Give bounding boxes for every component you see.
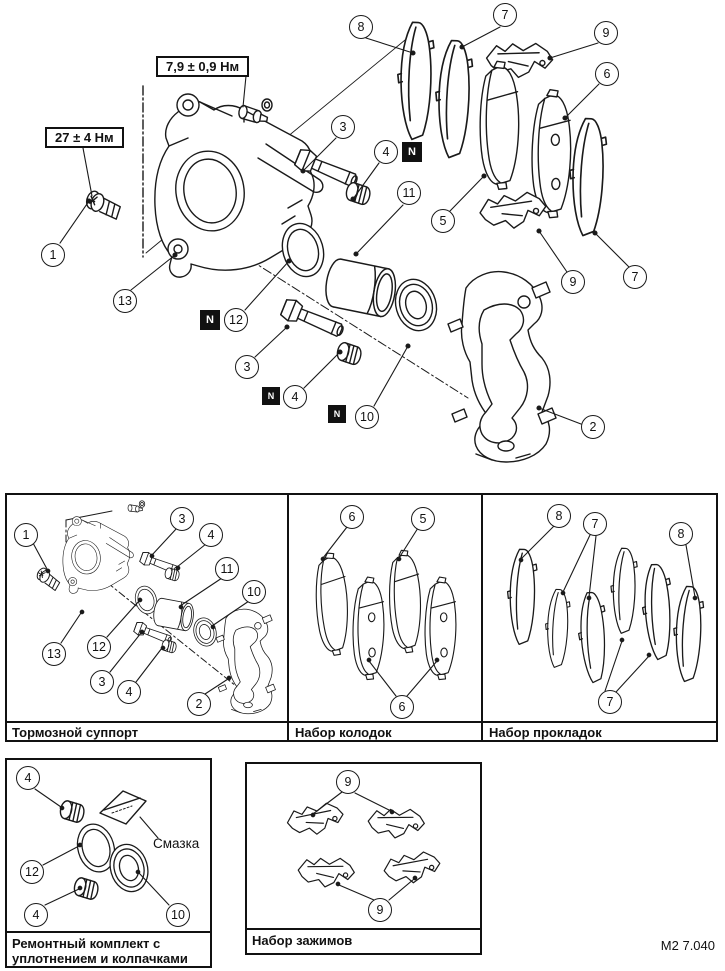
caption-caliper: Тормозной суппорт	[12, 725, 139, 740]
callout-5: 5	[411, 507, 435, 531]
callout-9: 9	[336, 770, 360, 794]
callout-2: 2	[581, 415, 605, 439]
callout-10: 10	[242, 580, 266, 604]
grease-packet	[99, 790, 147, 825]
callout-9: 9	[594, 21, 618, 45]
panel-divider-1	[287, 493, 289, 742]
callout-3: 3	[331, 115, 355, 139]
panel-divider-2	[481, 493, 483, 742]
callout-8: 8	[669, 522, 693, 546]
lock-bolt-drawing	[83, 188, 124, 220]
callout-4: 4	[283, 385, 307, 409]
dust-boot-drawing	[388, 273, 444, 337]
callout-7: 7	[493, 3, 517, 27]
callout-6: 6	[595, 62, 619, 86]
panel-pads-art	[314, 526, 458, 697]
grease-note-marker: N	[328, 405, 346, 423]
callout-7: 7	[598, 690, 622, 714]
mounting-bracket-drawing	[447, 270, 557, 463]
callout-7: 7	[583, 512, 607, 536]
callout-11: 11	[215, 557, 239, 581]
caption-separator-kit	[5, 931, 212, 933]
callout-12: 12	[224, 308, 248, 332]
caption-separator-middle	[5, 721, 718, 723]
pad-clip-lower-drawing	[478, 190, 548, 231]
callout-3: 3	[235, 355, 259, 379]
leader-lines-top	[59, 26, 630, 425]
piston-drawing	[321, 256, 400, 319]
callout-13: 13	[113, 289, 137, 313]
caption-separator-clips	[245, 928, 482, 930]
callout-1: 1	[41, 243, 65, 267]
callout-3: 3	[170, 507, 194, 531]
callout-4: 4	[374, 140, 398, 164]
grease-note-marker: N	[262, 387, 280, 405]
grease-note-marker: N	[200, 310, 220, 330]
callout-8: 8	[349, 15, 373, 39]
inner-shim-drawing	[431, 39, 475, 160]
grease-label: Смазка	[153, 836, 200, 851]
callout-4: 4	[16, 766, 40, 790]
bleeder-cap-drawing	[261, 98, 273, 112]
caption-repair-kit: Ремонтный комплект с уплотнением и колпа…	[12, 936, 188, 966]
bushing-upper-drawing	[343, 180, 373, 207]
caption-shims: Набор прокладок	[489, 725, 602, 740]
repair-kit-box	[5, 758, 212, 968]
panel-clips-art	[285, 791, 442, 901]
callout-10: 10	[166, 903, 190, 927]
callout-4: 4	[24, 903, 48, 927]
panel-shims-art	[505, 525, 706, 693]
callout-6: 6	[340, 505, 364, 529]
clips-box	[245, 762, 482, 955]
caption-pads: Набор колодок	[295, 725, 392, 740]
callout-7: 7	[623, 265, 647, 289]
callout-2: 2	[187, 692, 211, 716]
panel-repair-kit-art	[34, 788, 170, 906]
panel-caliper-art	[32, 500, 276, 715]
caption-clips: Набор зажимов	[252, 933, 353, 948]
torque-label-lock-bolt: 27 ± 4 Нм	[45, 127, 124, 148]
callout-5: 5	[431, 209, 455, 233]
callout-11: 11	[397, 181, 421, 205]
callout-10: 10	[355, 405, 379, 429]
figure-code: M2 7.040	[660, 938, 715, 953]
callout-9: 9	[368, 898, 392, 922]
middle-panel-box	[5, 493, 718, 742]
torque-label-bleeder: 7,9 ± 0,9 Нм	[156, 56, 250, 77]
callout-12: 12	[87, 635, 111, 659]
callout-6: 6	[390, 695, 414, 719]
right-shim-drawing	[565, 117, 609, 238]
callout-13: 13	[42, 642, 66, 666]
grease-note-marker: N	[402, 142, 422, 162]
callout-4: 4	[117, 680, 141, 704]
callout-4: 4	[199, 523, 223, 547]
callout-12: 12	[20, 860, 44, 884]
callout-8: 8	[547, 504, 571, 528]
brake-pad-inner-drawing	[478, 60, 521, 191]
callout-9: 9	[561, 270, 585, 294]
callout-1: 1	[14, 523, 38, 547]
outer-shim-drawing	[394, 21, 436, 141]
callout-3: 3	[90, 670, 114, 694]
